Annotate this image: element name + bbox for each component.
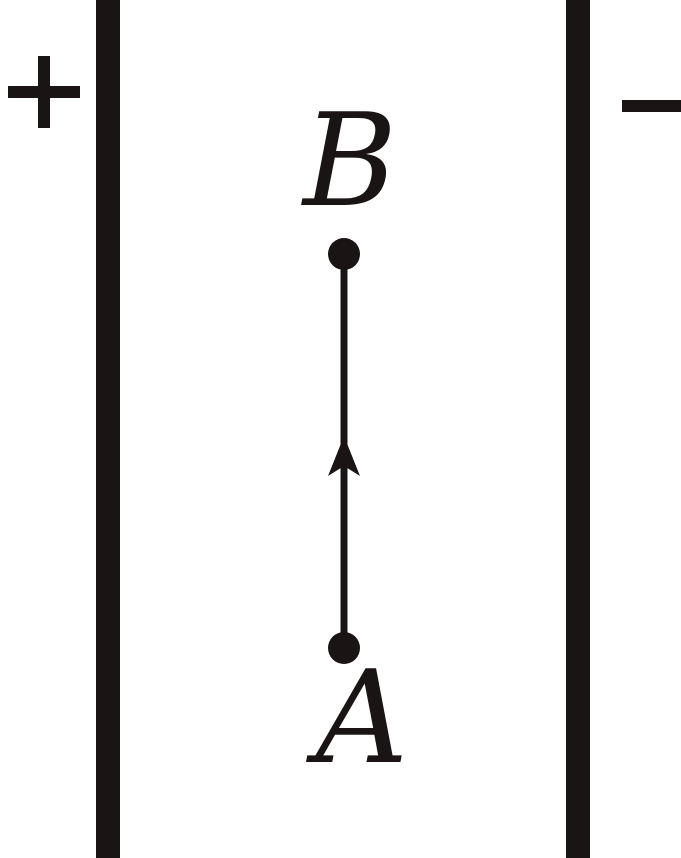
left-plate-sign: + [40, 112, 48, 123]
left-plate [96, 0, 120, 858]
point-b-dot [328, 238, 360, 270]
arrow-up-icon [328, 436, 360, 476]
point-a-label: A [306, 644, 408, 793]
point-a-dot [328, 632, 360, 664]
plus-sign-icon [8, 56, 80, 128]
right-plate-sign: − [646, 112, 654, 123]
minus-sign-icon [622, 100, 681, 112]
point-b-label: B [301, 87, 397, 236]
right-plate [566, 0, 590, 858]
